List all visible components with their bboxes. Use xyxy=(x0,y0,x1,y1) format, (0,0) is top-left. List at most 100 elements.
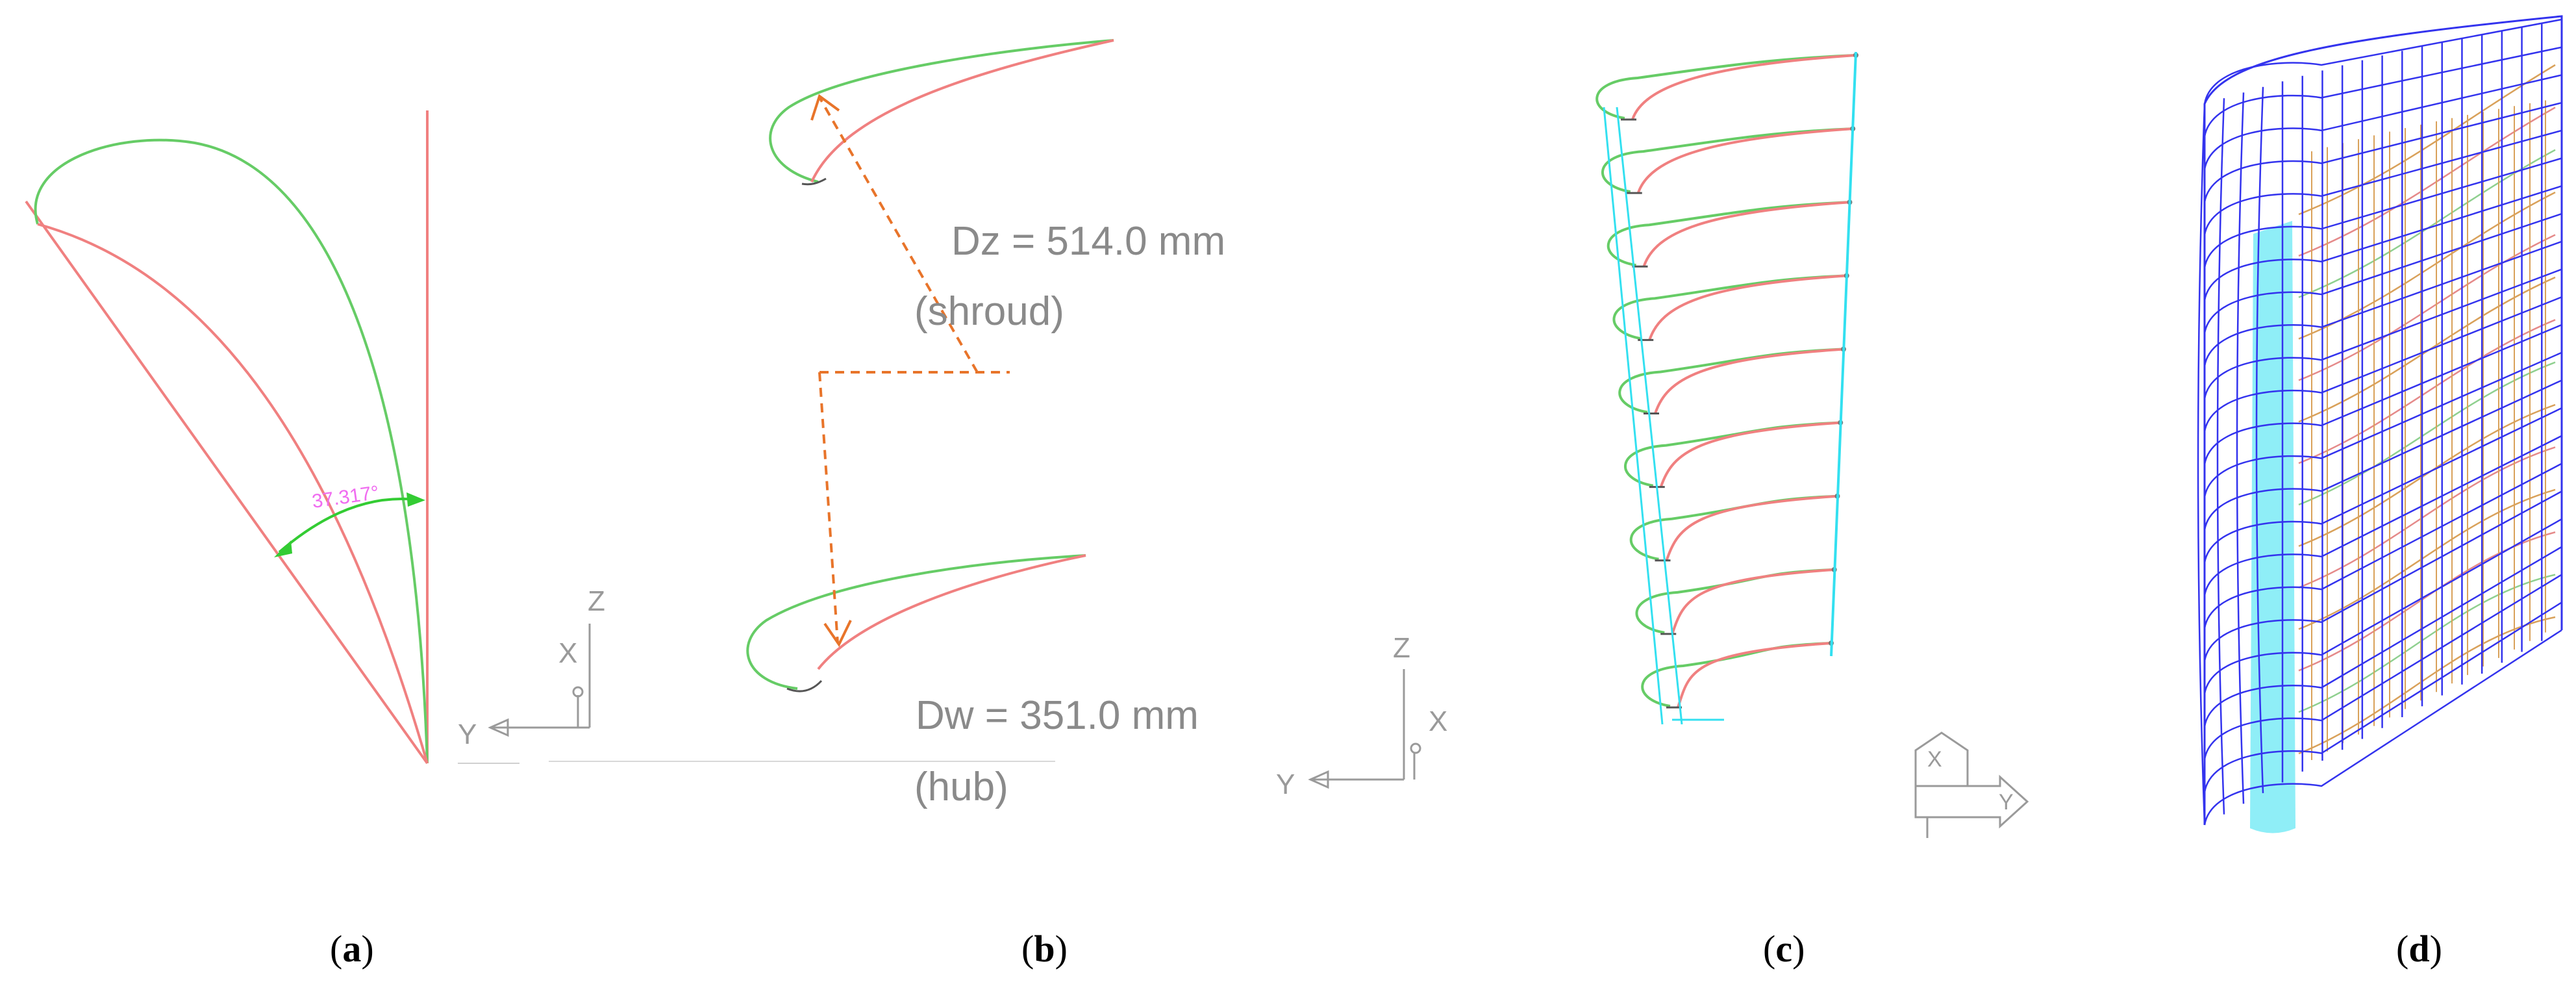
blade-surface-mesh xyxy=(2197,15,2563,833)
mesh-latitude xyxy=(2203,351,2562,498)
blade-section xyxy=(1629,493,1840,562)
mesh-streamline xyxy=(2298,192,2556,340)
mesh-streamline xyxy=(2298,489,2556,630)
x-axis-label: X xyxy=(1429,705,1447,737)
mesh-latitude xyxy=(2203,18,2562,105)
section-suction-side xyxy=(1607,201,1850,267)
hub-arrowhead xyxy=(823,620,852,647)
mesh-latitude xyxy=(2203,574,2562,760)
mesh-latitude xyxy=(2203,379,2562,531)
mesh-latitude xyxy=(2203,212,2562,334)
hub-profile xyxy=(746,554,1086,692)
mesh-latitude xyxy=(2203,407,2562,563)
blade-section-stack xyxy=(1595,53,1858,709)
blade-section xyxy=(1607,199,1853,268)
angle-arrowhead-left xyxy=(274,540,292,557)
mesh-streamline xyxy=(2298,276,2556,423)
blade-profile-suction-side xyxy=(34,138,429,764)
angle-arc xyxy=(278,497,421,553)
mesh-streamline xyxy=(2298,361,2556,506)
mesh-latitude xyxy=(2203,268,2562,400)
mesh-latitude xyxy=(2203,546,2562,727)
section-pressure-side xyxy=(1659,421,1841,488)
mesh-latitude xyxy=(2203,490,2562,661)
hub-note: (hub) xyxy=(914,765,1008,809)
leading-edge-fill xyxy=(2250,221,2295,833)
hub-diameter-label: Dw = 351.0 mm xyxy=(916,693,1199,738)
mesh-streamline xyxy=(2298,446,2556,589)
section-pressure-side xyxy=(1648,274,1847,341)
section-pressure-side xyxy=(1631,54,1857,120)
section-pressure-side xyxy=(1636,127,1853,194)
panel-c: X Y xyxy=(1595,51,2029,838)
panel-b: Dz = 514.0 mm (shroud) Dw = 351.0 mm (hu… xyxy=(549,39,1447,809)
y-axis-label: Y xyxy=(458,718,477,750)
mesh-streamline xyxy=(2298,574,2556,713)
mesh-streamline xyxy=(2298,64,2556,216)
z-axis-label: Z xyxy=(588,585,605,617)
trailing-edge-line xyxy=(1830,51,1857,657)
mesh-meridian xyxy=(2255,86,2264,793)
leading-edge-line-outer xyxy=(1603,107,1664,725)
shroud-profile xyxy=(769,39,1114,186)
mesh-latitude xyxy=(2203,129,2562,236)
mesh-streamline xyxy=(2298,319,2556,464)
x-axis-label: X xyxy=(558,637,577,669)
y-axis-label: Y xyxy=(1999,790,2014,815)
blade-section xyxy=(1618,346,1846,414)
z-axis-label: Z xyxy=(1393,632,1410,664)
y-axis-label: Y xyxy=(1276,768,1295,800)
dimension-leaders xyxy=(818,97,1010,644)
shroud-note: (shroud) xyxy=(914,289,1064,334)
mesh-latitude xyxy=(2203,324,2562,465)
leading-edge-line-inner xyxy=(1616,107,1683,725)
mesh-latitude xyxy=(2203,185,2562,301)
chord-reference-line xyxy=(25,200,429,765)
coordinate-triad-c xyxy=(1914,731,2029,838)
mesh-latitude xyxy=(2203,296,2562,432)
coordinate-triad-b: Z X Y xyxy=(1276,632,1447,800)
blade-section xyxy=(1612,273,1849,341)
mesh-meridian xyxy=(2236,92,2245,804)
coordinate-triad-a: Z X Y xyxy=(458,585,605,750)
blade-section xyxy=(1601,126,1856,194)
mesh-latitude xyxy=(2203,629,2562,826)
section-suction-side xyxy=(1601,127,1853,194)
section-suction-side xyxy=(1641,642,1832,707)
mesh-streamline xyxy=(2298,403,2556,547)
mesh-latitude xyxy=(2203,518,2562,694)
mesh-latitude xyxy=(2203,157,2562,268)
x-axis-label: X xyxy=(1927,747,1942,772)
mesh-streamline xyxy=(2298,616,2556,755)
shroud-diameter-label: Dz = 514.0 mm xyxy=(951,219,1225,264)
mesh-streamline xyxy=(2298,234,2556,381)
section-suction-side xyxy=(1612,274,1847,340)
blade-section xyxy=(1624,420,1844,489)
mesh-latitude xyxy=(2203,463,2562,629)
blade-section xyxy=(1595,53,1858,121)
panel-label-a: (a) xyxy=(330,928,374,970)
section-suction-side xyxy=(1595,54,1857,120)
section-pressure-side xyxy=(1677,642,1832,708)
mesh-latitude xyxy=(2203,602,2562,793)
panel-a: 37.317° Z X Y xyxy=(25,110,605,765)
shroud-arrowhead xyxy=(810,94,840,121)
panel-label-b: (b) xyxy=(1021,928,1068,970)
panel-label-c: (c) xyxy=(1763,928,1805,970)
mesh-meridian xyxy=(2197,103,2206,826)
panel-d xyxy=(2197,15,2563,833)
mesh-latitude xyxy=(2203,435,2562,596)
angle-arrowhead-right xyxy=(406,492,425,507)
mesh-latitude xyxy=(2203,240,2562,366)
mesh-meridian xyxy=(2216,98,2225,815)
section-pressure-side xyxy=(1671,568,1834,635)
section-pressure-side xyxy=(1642,201,1850,267)
section-suction-side xyxy=(1618,348,1844,414)
mesh-outline xyxy=(2203,15,2563,825)
section-suction-side xyxy=(1624,421,1841,487)
mesh-latitude xyxy=(2203,46,2562,137)
panel-label-d: (d) xyxy=(2396,928,2442,970)
section-pressure-side xyxy=(1654,348,1844,414)
blade-section xyxy=(1641,641,1834,709)
